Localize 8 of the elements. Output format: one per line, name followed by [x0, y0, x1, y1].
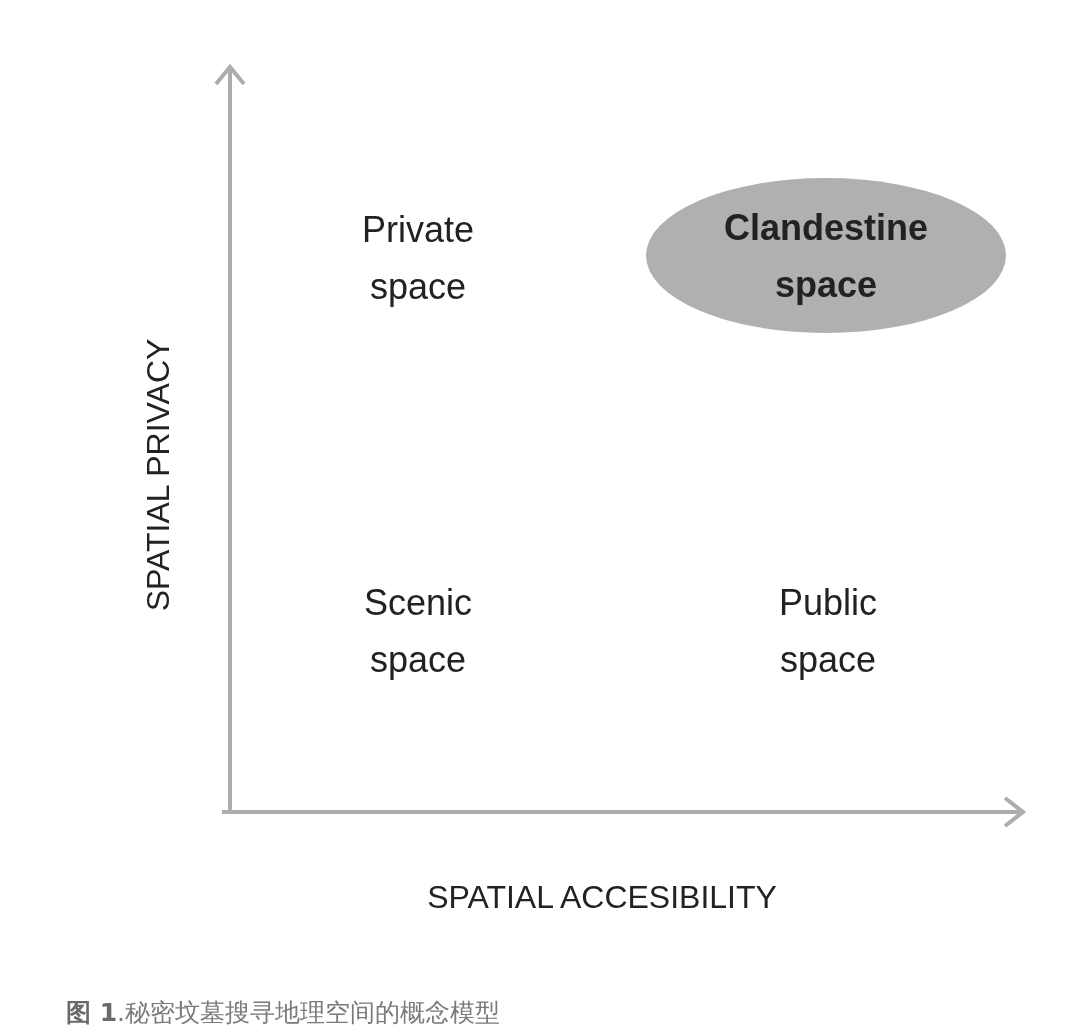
axis-title: SPATIAL ACCESIBILITY: [427, 878, 777, 917]
node-label: Clandestine space: [724, 205, 928, 307]
axis-title: SPATIAL PRIVACY: [139, 338, 177, 612]
quadrant-label: Private space: [362, 208, 474, 309]
ellipse-node: [646, 178, 1006, 333]
quadrant-label: Public space: [778, 581, 878, 682]
quadrant-label: Scenic space: [363, 581, 473, 682]
figure-caption: 图 1.秘密坟墓搜寻地理空间的概念模型: [66, 997, 501, 1029]
